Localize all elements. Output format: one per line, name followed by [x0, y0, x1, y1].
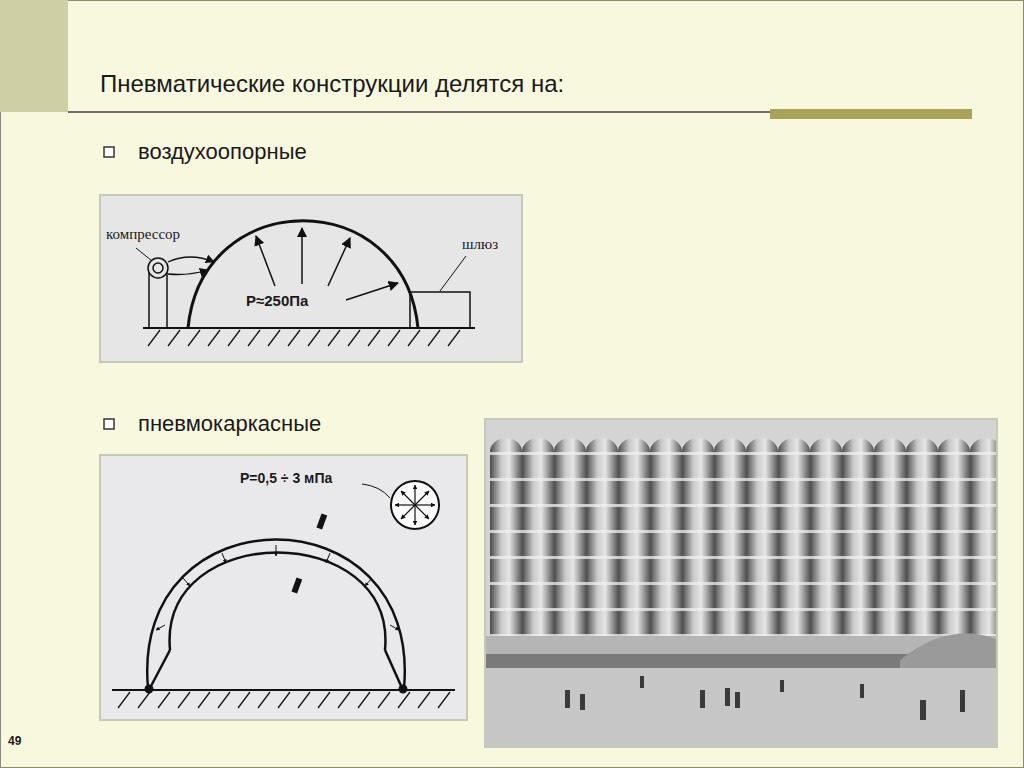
- air-supported-drawing: [136, 221, 475, 346]
- part-label: шлюз: [462, 236, 498, 253]
- slide-title: Пневматические конструкции делятся на:: [100, 70, 564, 98]
- diagram-panel: [100, 455, 467, 720]
- bullet-square: [104, 147, 114, 157]
- bullet-square: [104, 419, 114, 429]
- pressure-label: P=0,5 ÷ 3 мПа: [240, 470, 332, 486]
- photo-frame: [485, 419, 997, 747]
- corner-block: [0, 0, 68, 112]
- part-label: компрессор: [106, 226, 180, 243]
- bullet-text: воздухоопорные: [138, 139, 307, 164]
- title-rule: [68, 111, 770, 113]
- title-bar: [770, 109, 972, 119]
- air-frame-drawing: [112, 481, 455, 708]
- pavilion-photo: [486, 420, 996, 746]
- pressure-label: P≈250Па: [246, 292, 308, 309]
- diagram-panel: [100, 195, 522, 362]
- bullet-text: пневмокаркасные: [138, 411, 321, 436]
- page-number: 49: [8, 735, 21, 749]
